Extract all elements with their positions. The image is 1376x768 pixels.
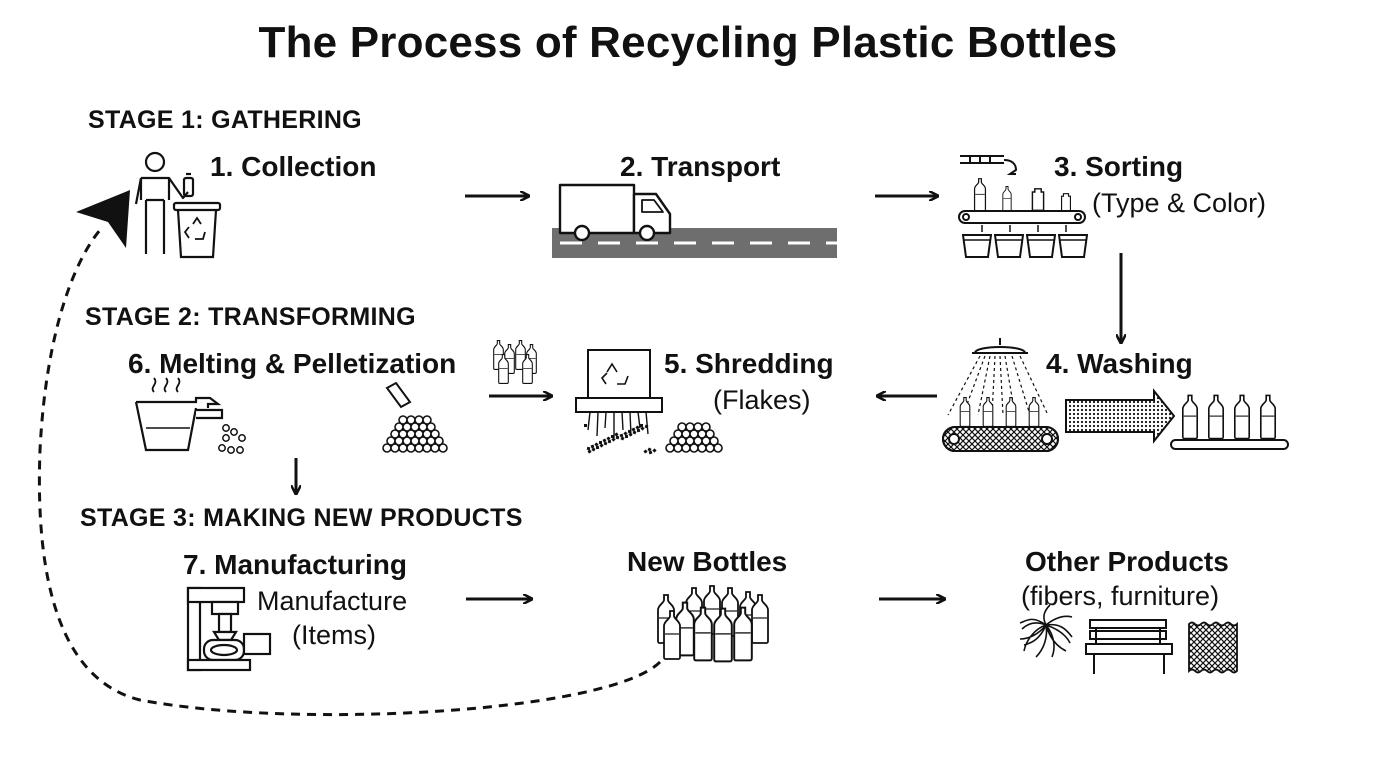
shredded-bit — [624, 434, 629, 439]
clean-bottles-icon — [1170, 394, 1289, 450]
pellet — [236, 446, 244, 454]
recycle-bin-icon — [172, 201, 222, 259]
shredded-bit — [594, 442, 599, 447]
page-title: The Process of Recycling Plastic Bottles — [258, 18, 1118, 67]
shredded-bits-icon — [584, 423, 657, 455]
pellet — [230, 428, 238, 436]
pellet — [705, 429, 715, 439]
shower-washing-icon — [942, 338, 1059, 452]
shredded-bit — [602, 438, 607, 443]
step-transport-label: 2. Transport — [620, 151, 781, 182]
pellet — [222, 424, 230, 432]
shredded-bit — [584, 424, 587, 427]
shredded-bit — [647, 447, 652, 452]
pellet — [414, 415, 424, 425]
shredded-bit — [599, 443, 604, 448]
pellet — [677, 422, 687, 432]
shredded-bit — [644, 424, 649, 429]
shredded-bit — [603, 441, 608, 446]
shredded-bit — [606, 436, 611, 441]
shredded-bit — [611, 437, 616, 442]
flakes-icon — [665, 422, 723, 453]
pellet — [238, 434, 246, 442]
shredded-bit — [635, 425, 640, 430]
return-loop-arrow — [37, 190, 662, 717]
shredded-bit — [623, 431, 628, 436]
step-manufacturing-sub2: (Items) — [292, 620, 376, 650]
step-shredding-sub: (Flakes) — [713, 385, 811, 415]
pellet — [430, 429, 440, 439]
person-recycling-icon — [134, 151, 195, 254]
shredded-bit — [619, 433, 624, 438]
pellet — [438, 443, 448, 453]
pellet — [218, 444, 226, 452]
shredded-bit — [595, 445, 600, 450]
shredded-bit — [639, 423, 644, 428]
shredded-bit — [640, 426, 645, 431]
step-washing-label: 4. Washing — [1046, 348, 1193, 379]
pellet — [222, 434, 230, 442]
flow-arrows — [296, 196, 1121, 599]
shredded-bit — [620, 436, 625, 441]
pellet — [227, 446, 235, 454]
shredded-bit — [627, 429, 632, 434]
pellet — [693, 422, 703, 432]
pellets-small-icon — [218, 424, 246, 454]
shredded-bit — [628, 432, 633, 437]
wash-arrow-icon — [1065, 388, 1176, 444]
step-collection-label: 1. Collection — [210, 151, 377, 182]
shredded-bit — [648, 450, 653, 455]
shredded-bit — [590, 444, 595, 449]
shredded-bit — [607, 439, 612, 444]
step-sorting-sub: (Type & Color) — [1092, 188, 1267, 218]
pellet — [422, 415, 432, 425]
shredded-bit — [587, 449, 592, 454]
pellet — [434, 436, 444, 446]
step-manufacturing-sub1: Manufacture — [257, 586, 408, 616]
shredded-bit — [631, 427, 636, 432]
pellet-pile-icon — [382, 415, 448, 453]
new-bottles-label: New Bottles — [627, 546, 788, 577]
stage-2-label: STAGE 2: TRANSFORMING — [85, 303, 416, 331]
shredded-bit — [586, 446, 591, 451]
step-shredding-label: 5. Shredding — [664, 348, 834, 379]
pellet — [398, 415, 408, 425]
pellet — [685, 422, 695, 432]
shredded-bit — [598, 440, 603, 445]
pellet — [713, 443, 723, 453]
truck-icon — [558, 183, 672, 242]
shredded-bit — [614, 432, 619, 437]
pellet — [709, 436, 719, 446]
conveyor-sorting-icon — [958, 155, 1088, 258]
stage-3-label: STAGE 3: MAKING NEW PRODUCTS — [80, 504, 523, 532]
other-products-sub: (fibers, furniture) — [1021, 581, 1220, 611]
pellet — [701, 422, 711, 432]
step-sorting-label: 3. Sorting — [1054, 151, 1184, 182]
fabric-icon — [1188, 621, 1238, 674]
other-products-label: Other Products — [1025, 546, 1229, 577]
stage-1-label: STAGE 1: GATHERING — [88, 106, 362, 134]
melting-pot-icon — [134, 377, 224, 452]
shredded-bit — [636, 428, 641, 433]
fibers-icon — [1019, 604, 1073, 658]
step-melting-label: 6. Melting & Pelletization — [128, 348, 457, 379]
shredded-bit — [632, 430, 637, 435]
pellet — [406, 415, 416, 425]
shredded-bit — [610, 434, 615, 439]
shredded-bit — [591, 447, 596, 452]
bottle-pack-icon — [493, 340, 537, 384]
new-bottles-icon — [657, 585, 769, 663]
bench-icon — [1085, 619, 1173, 674]
step-manufacturing-label: 7. Manufacturing — [183, 549, 408, 580]
pellet — [426, 422, 436, 432]
shredded-bit — [652, 448, 657, 453]
shredder-icon — [575, 349, 663, 438]
shredded-bit — [643, 449, 648, 454]
press-machine-icon — [186, 586, 272, 672]
shredded-bit — [615, 435, 620, 440]
pellets-icon — [385, 381, 412, 409]
